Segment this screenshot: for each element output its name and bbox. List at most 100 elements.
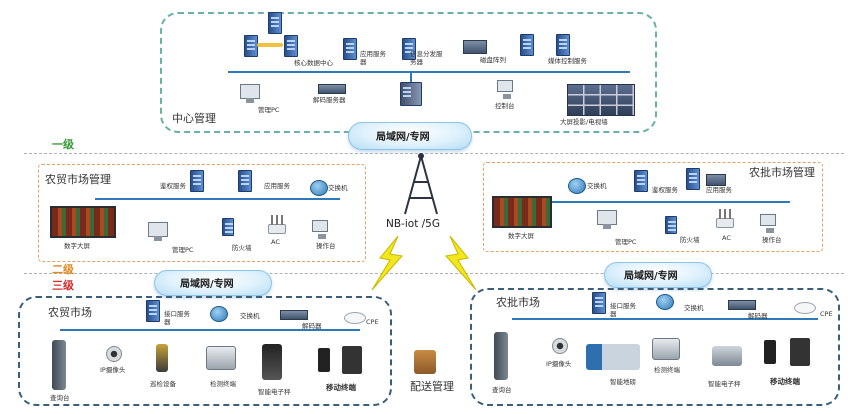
- farm-ops-label: 操作台: [316, 242, 336, 250]
- whole-ac-label: AC: [722, 234, 731, 242]
- auth-server-icon: [190, 170, 204, 192]
- mgmt-pc-icon: [240, 84, 260, 103]
- switch-icon: [310, 180, 328, 196]
- media-server-icon: [520, 34, 534, 56]
- nbiot-label: NB-iot /5G: [386, 218, 440, 230]
- farm-market-panel: [18, 296, 392, 406]
- interface-server-icon: [146, 300, 160, 322]
- app-server-icon: [686, 168, 700, 190]
- farm-mgmt-panel: [38, 164, 366, 262]
- ops-console-icon: [760, 214, 776, 233]
- bigscreen-label: 大屏投影/电视墙: [560, 118, 608, 126]
- app-server-label: 应用服务器: [360, 50, 386, 66]
- core-server-icon: [284, 35, 298, 57]
- media-control-label: 媒体控制服务: [548, 57, 587, 65]
- tier1-label: 一级: [52, 138, 74, 151]
- switch-icon: [568, 178, 586, 194]
- auth-server-icon: [634, 170, 648, 192]
- farm-market-title: 农贸市场: [48, 306, 92, 319]
- wholesale-market-title: 农批市场: [496, 296, 540, 309]
- mobile-terminal-icon: [318, 348, 330, 372]
- delivery-person-icon: [414, 350, 436, 374]
- whole-inspection-label: 检测终端: [654, 366, 680, 374]
- farm-firewall-label: 防火墙: [232, 244, 252, 252]
- whole-scale-label: 智能电子秤: [708, 380, 741, 388]
- wholesale-mgmt-title: 农批市场管理: [749, 166, 815, 179]
- switch-icon: [656, 294, 674, 310]
- decoder-icon: [728, 300, 756, 310]
- cpe-icon: [794, 302, 816, 314]
- whole-app-label: 应用服务: [706, 186, 732, 194]
- farm-mgmt-bus: [95, 198, 340, 200]
- firewall-icon: [665, 216, 677, 234]
- farm-interface-label: 接口服务器: [164, 310, 190, 326]
- smart-scale-icon: [712, 346, 742, 366]
- inspection-terminal-icon: [652, 338, 680, 360]
- whole-camera-label: IP摄像头: [546, 360, 572, 368]
- lan-left-label: 局域网/专网: [180, 279, 234, 290]
- console-icon: [497, 80, 513, 99]
- whole-kiosk-label: 查询台: [492, 386, 512, 394]
- lan-right-label: 局域网/专网: [624, 271, 678, 282]
- center-mgmt-pc-label: 管理PC: [258, 106, 280, 114]
- firewall-icon: [400, 82, 422, 106]
- center-link: [410, 73, 412, 82]
- ac-icon: [268, 215, 286, 234]
- ac-icon: [716, 209, 734, 228]
- whole-ops-label: 操作台: [762, 236, 782, 244]
- decoder-icon: [280, 310, 308, 320]
- lightning-icon: [371, 236, 403, 290]
- whole-market-switch-label: 交换机: [684, 304, 704, 312]
- digital-screen-icon: [50, 206, 116, 238]
- app-server-icon: [343, 38, 357, 60]
- mobile-terminal-icon: [342, 346, 362, 374]
- tier3-label: 三级: [52, 279, 74, 292]
- patrol-device-icon: [156, 344, 168, 372]
- tier2-label: 二级: [52, 263, 74, 276]
- lan-cloud-right: [604, 262, 712, 288]
- decode-server-icon: [318, 84, 346, 94]
- farm-camera-label: IP摄像头: [100, 366, 126, 374]
- farm-kiosk-label: 查询台: [50, 394, 70, 402]
- farm-mgmt-title: 农贸市场管理: [45, 173, 111, 186]
- tier1-line: [24, 153, 844, 154]
- smart-scale-icon: [262, 344, 282, 380]
- whole-switch-label: 交换机: [587, 182, 607, 190]
- farm-market-switch-label: 交换机: [240, 312, 260, 320]
- mobile-terminal-icon: [764, 340, 776, 364]
- ip-camera-icon: [106, 346, 122, 362]
- whole-cpe-label: CPE: [820, 310, 833, 318]
- whole-auth-label: 鉴权服务: [652, 186, 678, 194]
- disk-array-label: 磁盘阵列: [480, 56, 506, 64]
- media-server-icon: [556, 34, 570, 56]
- farm-ac-label: AC: [271, 238, 280, 246]
- mgmt-pc-icon: [148, 222, 168, 241]
- farm-app-label: 应用服务: [264, 182, 290, 190]
- whole-firewall-label: 防火墙: [680, 236, 700, 244]
- farm-inspection-label: 检测终端: [210, 380, 236, 388]
- nbiot-tower-icon: [404, 153, 438, 215]
- whole-decoder-label: 解码器: [748, 312, 768, 320]
- info-server-icon: [402, 38, 416, 60]
- whole-mobile-label: 移动终端: [770, 377, 800, 386]
- cpe-icon: [344, 312, 366, 324]
- mobile-terminal-icon: [790, 338, 810, 366]
- whole-screen-label: 数字大屏: [508, 232, 534, 240]
- farm-mgmt-pc-label: 管理PC: [172, 246, 194, 254]
- farm-auth-label: 鉴权服务: [160, 182, 186, 190]
- disk-array-icon: [463, 40, 487, 54]
- kiosk-icon: [494, 332, 508, 380]
- farm-switch-label: 交换机: [328, 184, 348, 192]
- farm-patrol-label: 巡检设备: [150, 380, 176, 388]
- app-rack-icon: [706, 174, 726, 186]
- delivery-label: 配送管理: [410, 380, 454, 393]
- ops-console-icon: [312, 220, 328, 239]
- wholesale-market-panel: [470, 288, 840, 406]
- decode-server-label: 解码服务器: [313, 96, 346, 104]
- switch-icon: [210, 306, 228, 322]
- farm-cpe-label: CPE: [366, 318, 379, 326]
- tier2-line: [24, 273, 844, 274]
- center-title: 中心管理: [172, 112, 216, 125]
- whole-interface-label: 接口服务器: [610, 302, 636, 318]
- app-server-icon: [238, 170, 252, 192]
